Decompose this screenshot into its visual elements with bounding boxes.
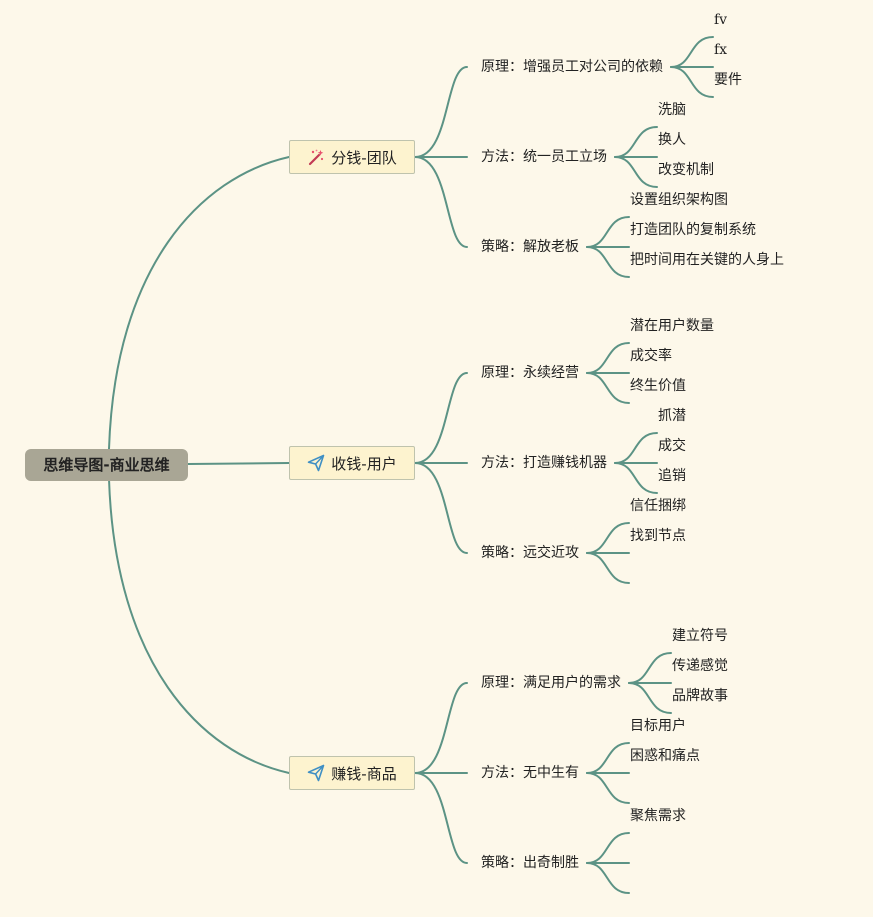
branch-node[interactable]: 分钱-团队 <box>289 140 415 174</box>
edge-group-item <box>628 652 672 684</box>
edge-branch-group <box>414 372 468 464</box>
edge-group-item <box>586 862 630 894</box>
group-label[interactable]: 方法：打造赚钱机器 <box>481 455 607 471</box>
edge-group-item <box>586 372 630 404</box>
leaf-item[interactable]: 追销 <box>658 468 686 484</box>
leaf-item[interactable]: 洗脑 <box>658 102 686 118</box>
leaf-item[interactable]: 换人 <box>658 132 686 148</box>
group-label[interactable]: 原理：满足用户的需求 <box>481 675 621 691</box>
leaf-item[interactable]: 聚焦需求 <box>630 808 686 824</box>
branch-node[interactable]: 赚钱-商品 <box>289 756 415 790</box>
leaf-item[interactable]: 困惑和痛点 <box>630 748 700 764</box>
leaf-item[interactable]: 建立符号 <box>672 628 728 644</box>
leaf-item[interactable]: 把时间用在关键的人身上 <box>630 252 784 268</box>
edge-group-item <box>614 432 658 464</box>
branch-label: 收钱-用户 <box>331 454 397 473</box>
root-node[interactable]: 思维导图-商业思维 <box>25 449 188 481</box>
edge-group-item <box>586 522 630 554</box>
leaf-item[interactable]: 成交 <box>658 438 686 454</box>
group-label[interactable]: 策略：解放老板 <box>481 239 579 255</box>
leaf-item[interactable]: 抓潜 <box>658 408 686 424</box>
leaf-item[interactable]: fx <box>714 42 728 58</box>
edge-group-item <box>628 682 672 714</box>
leaf-item[interactable]: 设置组织架构图 <box>630 192 728 208</box>
edge-root-branch <box>187 462 290 465</box>
edge-group-item <box>586 832 630 864</box>
edge-group-item <box>586 216 630 248</box>
edge-branch-group <box>414 682 468 774</box>
paper-plane-icon <box>307 454 325 472</box>
branch-node[interactable]: 收钱-用户 <box>289 446 415 480</box>
edge-group-item <box>614 156 658 188</box>
leaf-item[interactable]: 成交率 <box>630 348 672 364</box>
sparkle-wand-icon <box>307 148 325 166</box>
leaf-item[interactable]: 信任捆绑 <box>630 498 686 514</box>
group-label[interactable]: 原理：增强员工对公司的依赖 <box>481 59 663 75</box>
edge-branch-group <box>414 462 468 554</box>
edge-root-branch <box>108 478 290 774</box>
edge-group-item <box>670 36 714 68</box>
group-label[interactable]: 方法：无中生有 <box>481 765 579 781</box>
edge-group-item <box>586 246 630 278</box>
edge-group-item <box>614 126 658 158</box>
edge-branch-group <box>414 156 468 248</box>
edge-root-branch <box>108 156 290 450</box>
edge-group-item <box>586 342 630 374</box>
edge-group-item <box>670 66 714 98</box>
leaf-item[interactable]: 打造团队的复制系统 <box>630 222 756 238</box>
edge-branch-group <box>414 66 468 158</box>
leaf-item[interactable]: 潜在用户数量 <box>630 318 714 334</box>
paper-plane-icon <box>307 764 325 782</box>
branch-label: 赚钱-商品 <box>331 764 397 783</box>
edge-group-item <box>586 552 630 584</box>
edge-group-item <box>586 742 630 774</box>
group-label[interactable]: 原理：永续经营 <box>481 365 579 381</box>
group-label[interactable]: 策略：远交近攻 <box>481 545 579 561</box>
leaf-item[interactable]: 找到节点 <box>630 528 686 544</box>
edge-group-item <box>586 772 630 804</box>
edge-branch-group <box>414 772 468 864</box>
group-label[interactable]: 策略：出奇制胜 <box>481 855 579 871</box>
branch-label: 分钱-团队 <box>331 148 397 167</box>
leaf-item[interactable]: 品牌故事 <box>672 688 728 704</box>
group-label[interactable]: 方法：统一员工立场 <box>481 149 607 165</box>
leaf-item[interactable]: fv <box>714 12 728 28</box>
leaf-item[interactable]: 要件 <box>714 72 742 88</box>
leaf-item[interactable]: 改变机制 <box>658 162 714 178</box>
leaf-item[interactable]: 目标用户 <box>630 718 686 734</box>
leaf-item[interactable]: 终生价值 <box>630 378 686 394</box>
leaf-item[interactable]: 传递感觉 <box>672 658 728 674</box>
edge-group-item <box>614 462 658 494</box>
